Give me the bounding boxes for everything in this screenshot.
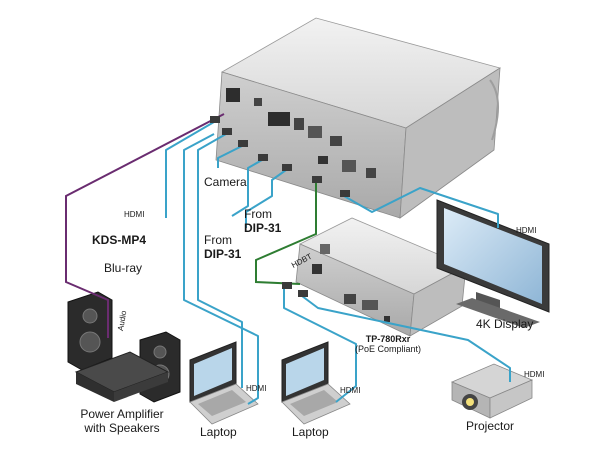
hdbt-cable [255,182,317,285]
hdmi-cables [165,121,511,405]
tp780-sub: (PoE Compliant) [354,344,422,355]
4k-display-device [436,199,550,328]
hdmi-label-display: HDMI [516,226,537,235]
from-dip31-1-label: From DIP-31 [244,207,282,236]
tp780-label: TP-780Rxr (PoE Compliant) [342,334,434,355]
hdmi-label-kds: HDMI [124,210,145,219]
tp780-name: TP-780Rxr [365,334,411,344]
projector-device [450,363,534,419]
4k-display-label: 4K Display [476,317,534,331]
laptop-2-device [281,341,351,425]
laptop-1-device [189,341,259,425]
hdmi-cable-kds-mp4 [165,121,215,218]
power-amplifier-line1: Power Amplifier [80,407,164,421]
dip31-label: DIP-31 [204,246,242,261]
hdmi-cable-4k-display [343,187,499,228]
hdmi-cable-dip31-a [231,159,263,217]
laptop-1-label: Laptop [200,425,237,439]
tp780-receiver-device [295,217,467,337]
left-speaker-icon [67,291,113,371]
camera-label: Camera [204,175,247,189]
projector-label: Projector [466,419,515,433]
kds-mp4-label: KDS-MP4 [92,233,147,247]
hdmi-cable-blu-ray [197,133,243,388]
hdmi-cable-camera [217,145,243,168]
hdmi-cable-laptop-1 [183,133,259,405]
audio-cable [65,113,225,338]
laptop-2-label: Laptop [292,425,329,439]
from-label: From [244,207,272,221]
hdmi-label-laptop-2: HDMI [340,386,361,395]
hdmi-cable-laptop-2 [283,288,357,403]
power-amplifier-device [67,291,181,403]
dip31-label: DIP-31 [244,220,282,235]
hdmi-cable-projector [301,295,511,382]
from-label: From [204,233,232,247]
cable-connectors [210,116,350,297]
hdmi-cable-dip31-b [245,169,287,228]
power-amplifier-line2: with Speakers [84,420,160,435]
hdmi-label-laptop-1: HDMI [246,384,267,393]
from-dip31-2-label: From DIP-31 [204,233,242,262]
hdmi-label-projector: HDMI [524,370,545,379]
main-switcher-device [215,17,501,219]
power-amplifier-label: Power Amplifier with Speakers [52,407,192,436]
blu-ray-label: Blu-ray [104,261,143,275]
